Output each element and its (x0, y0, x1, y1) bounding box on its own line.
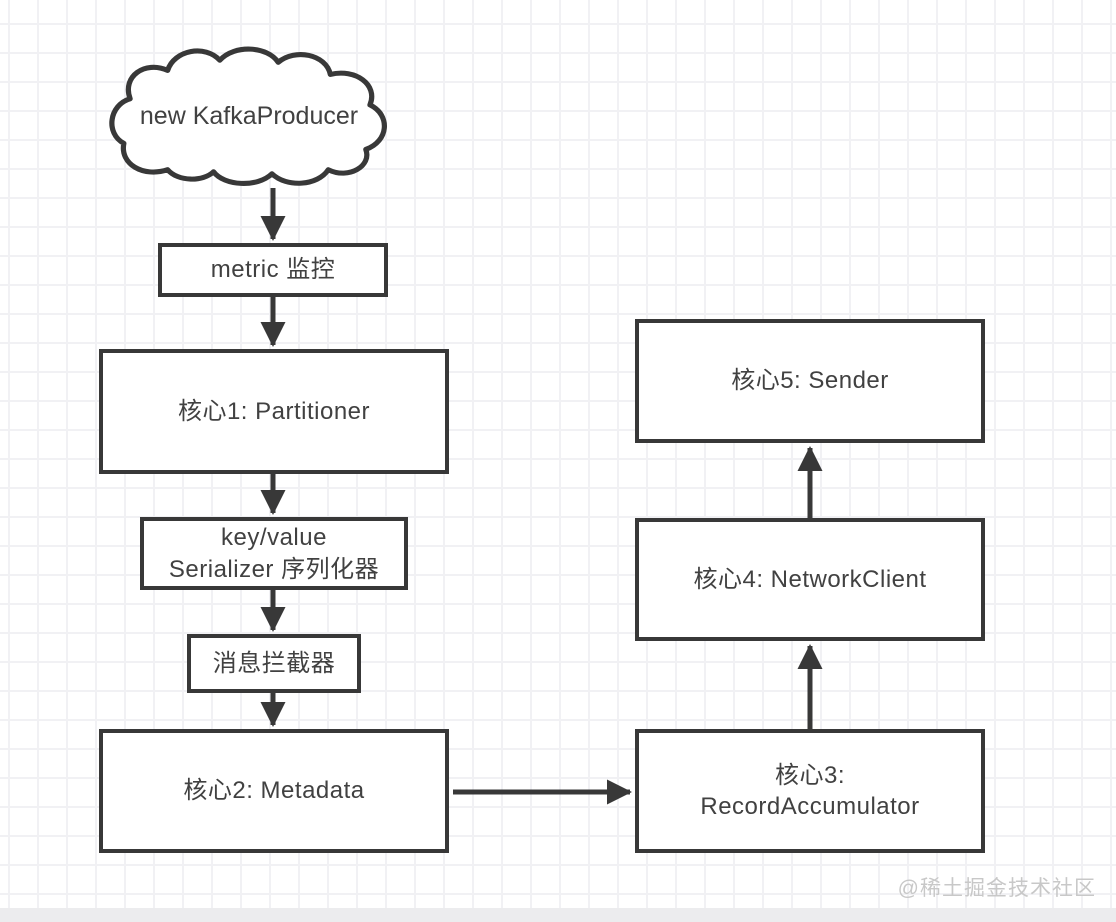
node-label-core3-line2: RecordAccumulator (700, 793, 920, 820)
node-core3-recordaccumulator: 核心3: RecordAccumulator (635, 729, 985, 853)
node-metric: metric 监控 (158, 243, 388, 297)
node-label-core4: 核心4: NetworkClient (693, 565, 927, 593)
node-core1-partitioner: 核心1: Partitioner (99, 349, 449, 474)
node-interceptor: 消息拦截器 (187, 634, 361, 693)
cloud-shape (109, 46, 387, 186)
node-label-core3-line1: 核心3: (774, 761, 845, 789)
node-core5-sender: 核心5: Sender (635, 319, 985, 443)
node-core4-networkclient: 核心4: NetworkClient (635, 518, 985, 641)
node-label-kafka-producer: new KafkaProducer (139, 101, 359, 130)
node-label-serializer-line2: Serializer 序列化器 (168, 555, 380, 583)
bottom-strip (0, 908, 1116, 922)
node-label-serializer-line1: key/value (221, 524, 327, 552)
node-label-metric: metric 监控 (210, 256, 336, 284)
node-kafka-producer: new KafkaProducer (103, 40, 395, 192)
node-label-interceptor: 消息拦截器 (212, 649, 336, 677)
watermark: @稀土掘金技术社区 (897, 877, 1096, 900)
node-core2-metadata: 核心2: Metadata (99, 729, 449, 853)
node-label-core1: 核心1: Partitioner (177, 397, 371, 425)
node-label-core2: 核心2: Metadata (183, 777, 365, 805)
node-label-core5: 核心5: Sender (731, 367, 889, 395)
node-serializer: key/value Serializer 序列化器 (140, 517, 408, 590)
